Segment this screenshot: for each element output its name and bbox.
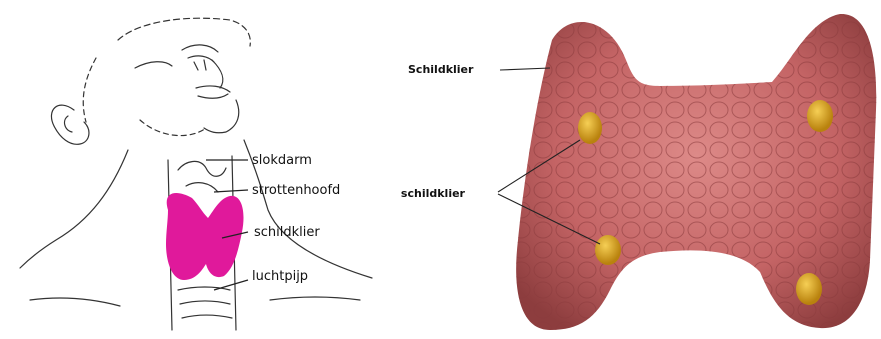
parathyroid-gland (807, 100, 833, 132)
parathyroid-gland (595, 235, 621, 265)
label-schildklier-illustration: Schildklier (408, 63, 474, 76)
neck-sketch-panel: slokdarm strottenhoofd schildklier lucht… (0, 0, 400, 339)
label-schildklier: schildklier (254, 225, 320, 240)
neck-sketch: slokdarm strottenhoofd schildklier lucht… (0, 0, 400, 339)
parathyroid-gland (578, 112, 602, 144)
parathyroid-gland (796, 273, 822, 305)
thyroid-illustration: Schildklier Bijschildklier (400, 0, 881, 339)
label-bijschildklier: Bijschildklier (400, 187, 466, 200)
thyroid-illustration-panel: Schildklier Bijschildklier (400, 0, 881, 339)
thyroid-shape (166, 193, 244, 280)
label-strottenhoofd: strottenhoofd (252, 183, 340, 198)
thyroid-gland (516, 14, 876, 330)
label-luchtpijp: luchtpijp (252, 269, 308, 284)
label-slokdarm: slokdarm (252, 153, 312, 168)
head-outline (20, 18, 372, 330)
